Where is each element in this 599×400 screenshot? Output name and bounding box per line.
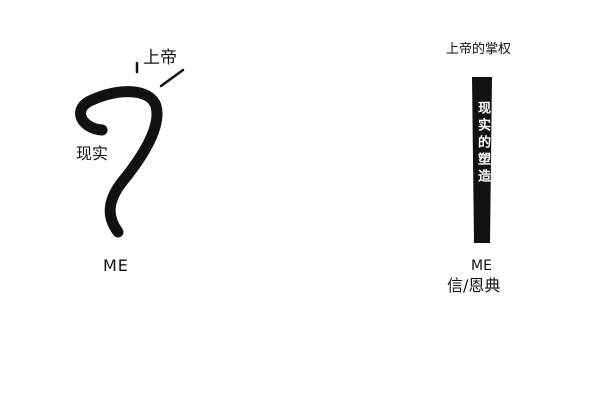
hook-curve xyxy=(75,86,163,238)
reality-pillar: 现实的塑造 xyxy=(471,77,493,243)
me-label-left: ME xyxy=(103,256,129,275)
me-label-right: ME xyxy=(471,258,492,274)
reality-label: 现实 xyxy=(76,144,109,163)
pillar-shape xyxy=(472,77,492,243)
god-label: 上帝 xyxy=(143,48,177,68)
pillar-text: 现实的塑造 xyxy=(475,101,490,186)
faith-grace-label: 信/恩典 xyxy=(447,276,501,295)
god-tick-long xyxy=(159,68,185,88)
god-sovereignty-label: 上帝的掌权 xyxy=(446,42,512,57)
